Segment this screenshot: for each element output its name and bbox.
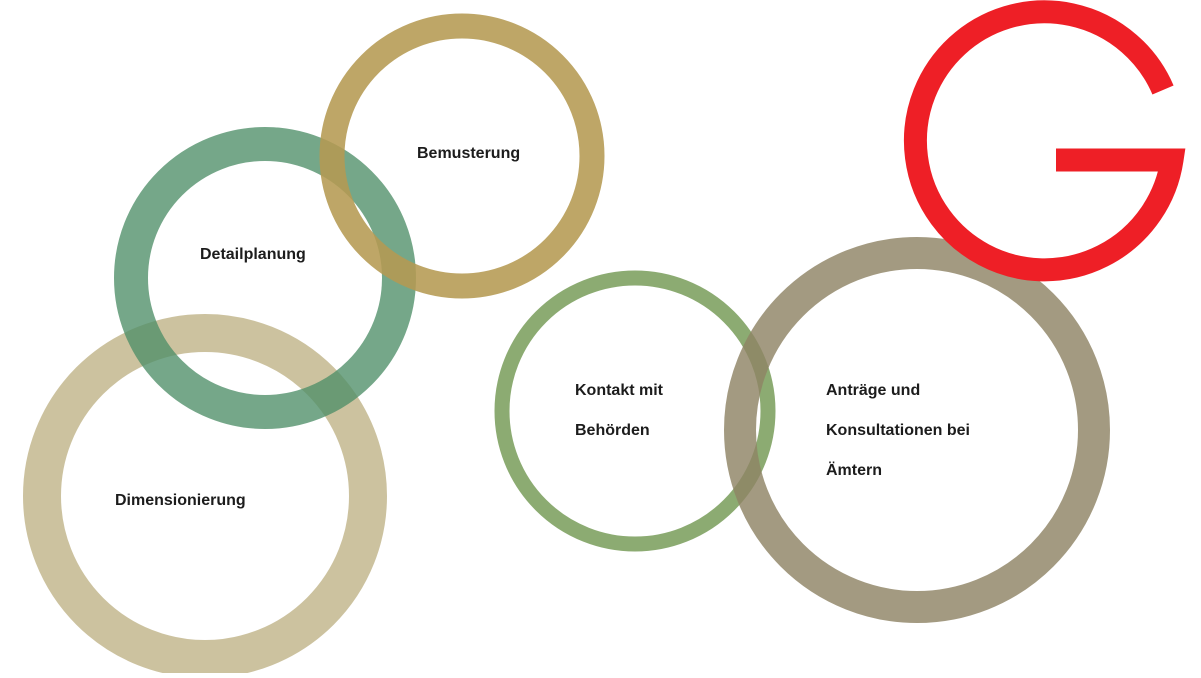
label-detailplanung: Detailplanung [200,246,306,263]
ring-detailplanung [114,127,416,429]
label-antraege: Anträge und Konsultationen bei Ämtern [826,382,970,479]
label-kontakt: Kontakt mit Behörden [575,382,663,439]
ring-bemusterung [319,13,605,299]
g-logo-icon [903,0,1186,282]
label-dimensionierung: Dimensionierung [115,492,246,509]
label-bemusterung: Bemusterung [417,145,521,162]
ring-antraege [724,237,1110,623]
ring-dimensionierung [23,314,387,678]
ring-kontakt [494,270,776,552]
